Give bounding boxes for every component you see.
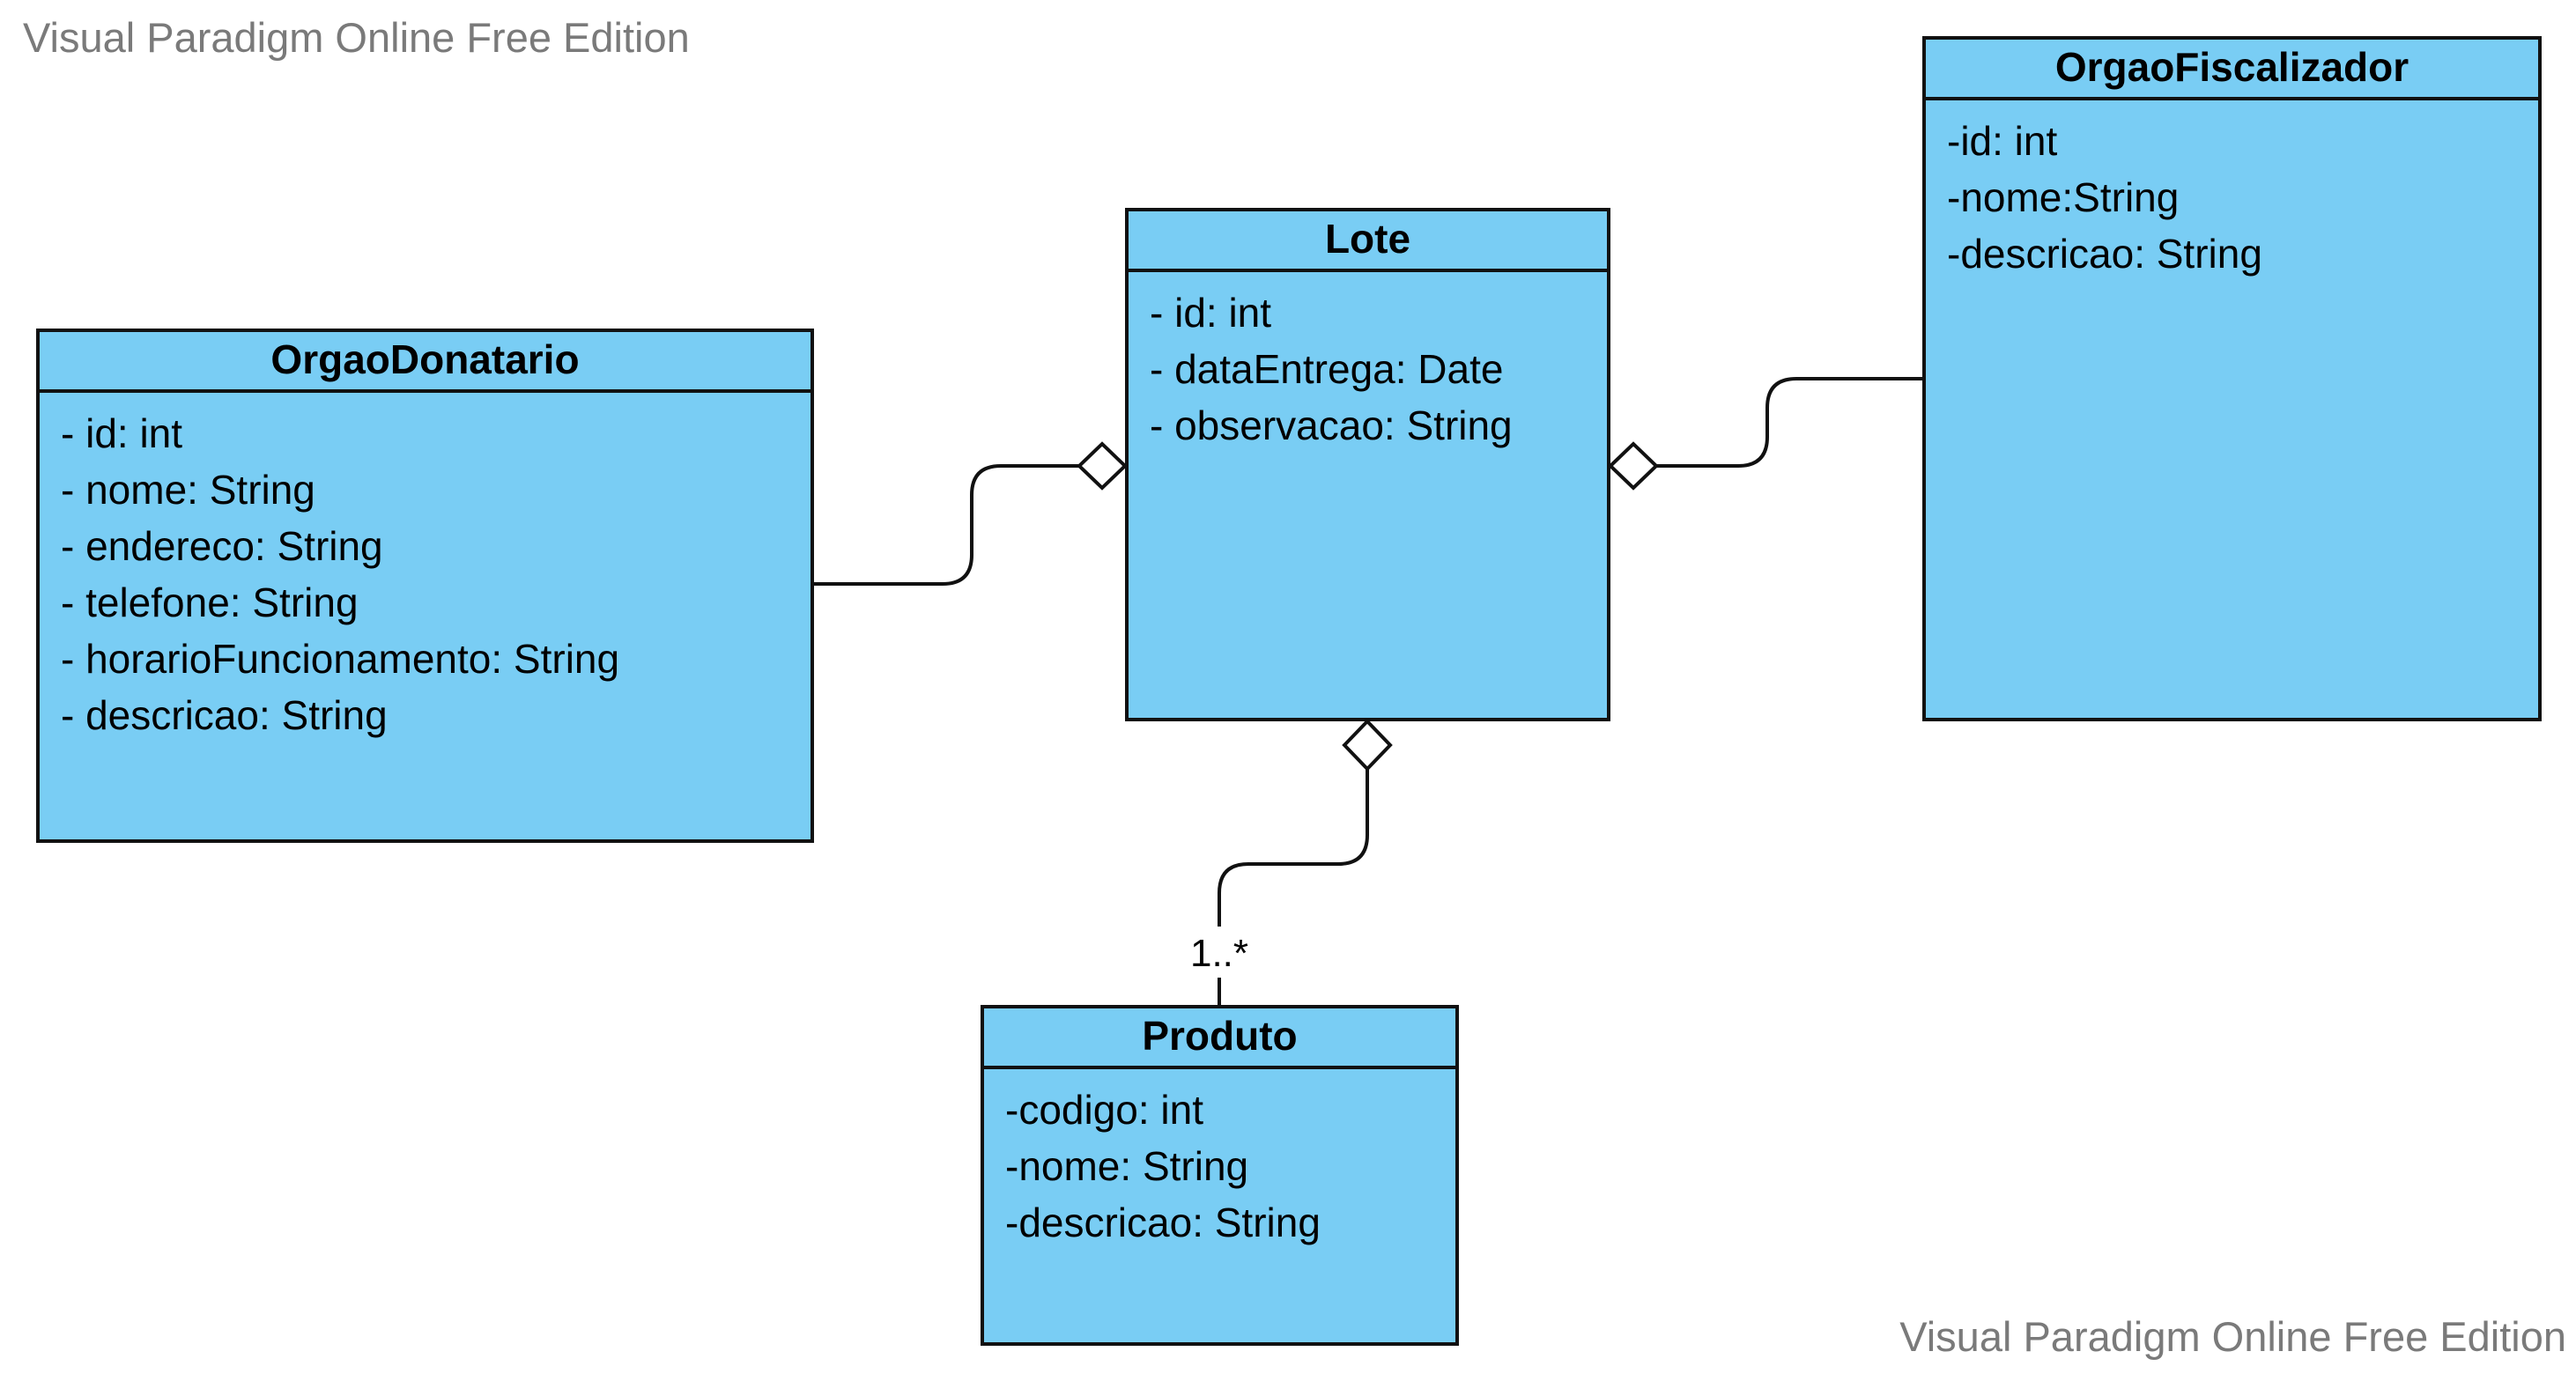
class-name: OrgaoFiscalizador <box>1926 40 2538 100</box>
multiplicity-label-produto: 1..* <box>1190 932 1248 975</box>
watermark-top: Visual Paradigm Online Free Edition <box>23 14 690 61</box>
attribute: - nome: String <box>61 467 315 513</box>
class-name: OrgaoDonatario <box>40 332 811 393</box>
attribute: - observacao: String <box>1150 402 1513 448</box>
attribute: -codigo: int <box>1005 1087 1204 1133</box>
association-line-fiscalizador-lote[interactable] <box>1656 377 1922 468</box>
attribute-list: -codigo: int -nome: String -descricao: S… <box>984 1069 1455 1251</box>
class-produto[interactable]: Produto -codigo: int -nome: String -desc… <box>981 1005 1459 1346</box>
class-name: Lote <box>1129 211 1607 272</box>
class-lote[interactable]: Lote - id: int - dataEntrega: Date - obs… <box>1125 208 1610 721</box>
attribute: - id: int <box>1150 290 1272 336</box>
attribute: -id: int <box>1947 118 2058 164</box>
attribute: - endereco: String <box>61 523 383 569</box>
attribute: -descricao: String <box>1005 1200 1321 1245</box>
aggregation-diamond-donatario <box>1077 441 1128 491</box>
attribute: - id: int <box>61 410 183 456</box>
association-line-donatario-lote[interactable] <box>814 464 1079 586</box>
association-line-produto-lote[interactable] <box>1218 769 1369 927</box>
class-orgao-donatario[interactable]: OrgaoDonatario - id: int - nome: String … <box>36 329 814 843</box>
attribute: - horarioFuncionamento: String <box>61 636 620 682</box>
attribute-list: - id: int - nome: String - endereco: Str… <box>40 393 811 743</box>
attribute: -nome:String <box>1947 174 2180 220</box>
attribute: - dataEntrega: Date <box>1150 346 1504 392</box>
aggregation-diamond-fiscalizador <box>1608 441 1659 491</box>
attribute-list: -id: int -nome:String -descricao: String <box>1926 100 2538 282</box>
attribute: - telefone: String <box>61 580 359 625</box>
class-orgao-fiscalizador[interactable]: OrgaoFiscalizador -id: int -nome:String … <box>1922 36 2542 721</box>
attribute-list: - id: int - dataEntrega: Date - observac… <box>1129 272 1607 454</box>
attribute: - descricao: String <box>61 692 388 738</box>
aggregation-diamond-produto <box>1342 719 1393 772</box>
watermark-bottom: Visual Paradigm Online Free Edition <box>1899 1313 2566 1360</box>
attribute: -descricao: String <box>1947 231 2262 277</box>
attribute: -nome: String <box>1005 1143 1249 1189</box>
class-name: Produto <box>984 1008 1455 1069</box>
